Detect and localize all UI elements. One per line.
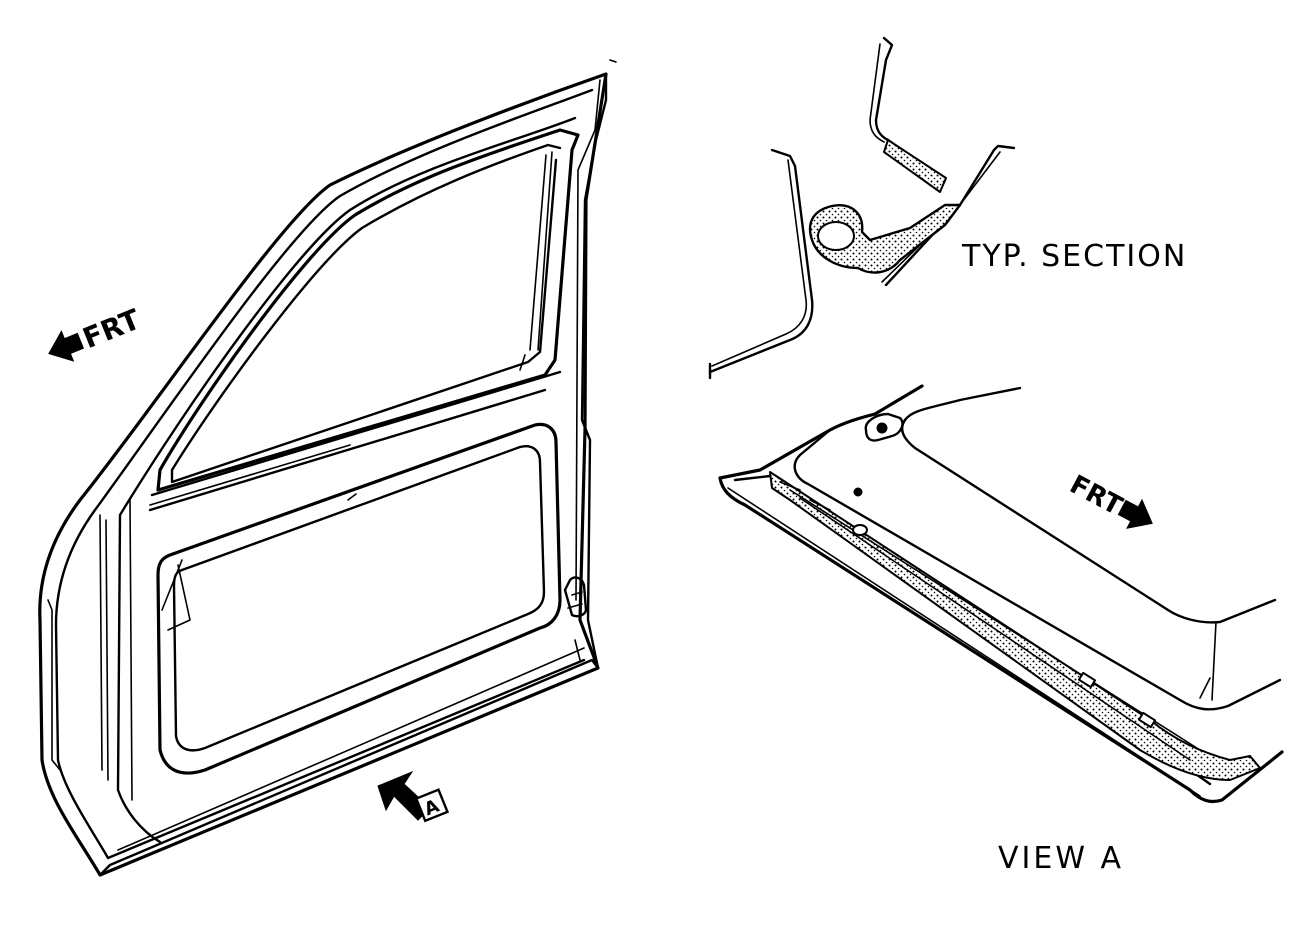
view-a-detail [718, 384, 1284, 804]
view-a-label: VIEW A [998, 841, 1124, 876]
typ-section-label: TYP. SECTION [961, 239, 1187, 274]
view-a-callout: A [377, 770, 450, 823]
front-direction-indicator: FRT [48, 303, 145, 362]
door-frame [38, 72, 608, 877]
front-view-a-label: FRT [1065, 470, 1127, 522]
typical-section [708, 36, 1016, 380]
arrow-left-icon [48, 330, 85, 362]
scan-mark [609, 59, 617, 63]
view-a-front-direction: FRT [1065, 470, 1153, 529]
arrow-right-icon [1117, 498, 1153, 529]
front-label: FRT [78, 303, 145, 356]
